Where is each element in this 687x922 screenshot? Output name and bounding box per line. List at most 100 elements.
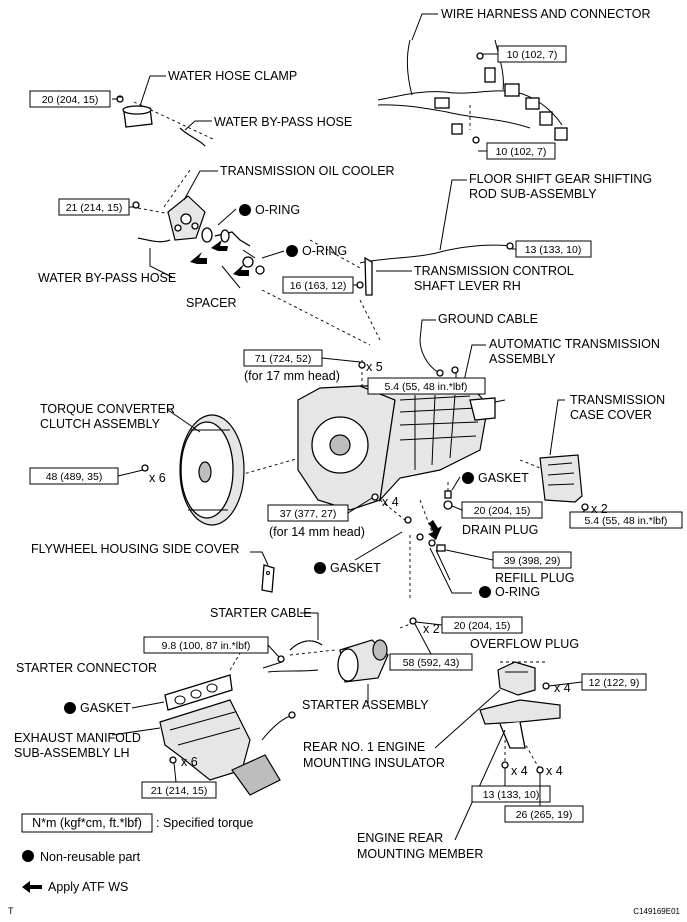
- label-water-hose-clamp: WATER HOSE CLAMP: [168, 69, 297, 83]
- label-starter-assembly: STARTER ASSEMBLY: [302, 698, 429, 712]
- label-spacer: SPACER: [186, 296, 236, 310]
- leader-lines: [111, 13, 565, 841]
- multiplier-8: x 4: [511, 764, 528, 778]
- torque-box-16: 58 (592, 43): [403, 657, 460, 669]
- legend-nonreusable-dot: [22, 850, 34, 862]
- torque-converter-part: [141, 414, 245, 526]
- label-water-bypass-hose-top: WATER BY-PASS HOSE: [214, 115, 352, 129]
- legend-torque-unit: N*m (kgf*cm, ft.*lbf): [32, 816, 142, 830]
- torque-box-20: 26 (265, 19): [516, 809, 573, 821]
- torque-box-1: 10 (102, 7): [507, 49, 558, 61]
- torque-box-3: 10 (102, 7): [496, 146, 547, 158]
- multiplier-5: x 2: [423, 622, 440, 636]
- label-engine-rear-2: MOUNTING MEMBER: [357, 847, 483, 861]
- footer-left: T: [8, 906, 14, 916]
- exhaust-manifold-part: [159, 699, 296, 796]
- transmission-oil-cooler-part: [132, 195, 206, 241]
- label-drain-plug: DRAIN PLUG: [462, 523, 538, 537]
- legend-nonreusable-text: Non-reusable part: [40, 850, 141, 864]
- torque-box-7: 71 (724, 52): [255, 353, 312, 365]
- legend-atf-text: Apply ATF WS: [48, 880, 128, 894]
- atf-arrows-cooler: [190, 240, 249, 276]
- flywheel-cover-part: [261, 564, 275, 593]
- torque-box-19: 13 (133, 10): [483, 789, 540, 801]
- legend-torque-box: [21, 813, 153, 833]
- torque-box-2: 20 (204, 15): [42, 94, 99, 106]
- nonreusable-dot-gasket-3: [64, 702, 76, 714]
- legend-atf-arrow-icon: [22, 881, 42, 893]
- torque-box-8: 5.4 (55, 48 in.*lbf): [385, 381, 468, 393]
- nonreusable-dot-oring-1: [239, 204, 251, 216]
- automatic-transmission-part: [297, 361, 506, 541]
- label-wire-harness: WIRE HARNESS AND CONNECTOR: [441, 7, 651, 21]
- label-for-17mm: (for 17 mm head): [244, 369, 340, 383]
- torque-box-11: 5.4 (55, 48 in.*lbf): [585, 515, 668, 527]
- part-labels: WIRE HARNESS AND CONNECTOR WATER HOSE CL…: [14, 7, 665, 861]
- ground-cable-part: [419, 339, 459, 377]
- multiplier-9: x 4: [546, 764, 563, 778]
- nonreusable-markers: [64, 204, 491, 714]
- label-torque-converter-1: TORQUE CONVERTER: [40, 402, 175, 416]
- wire-harness-part: [377, 39, 568, 144]
- label-engine-rear-1: ENGINE REAR: [357, 831, 443, 845]
- multiplier-6: x 4: [554, 681, 571, 695]
- label-trans-case-cover-2: CASE COVER: [570, 408, 652, 422]
- legend: N*m (kgf*cm, ft.*lbf) : Specified torque…: [21, 813, 253, 894]
- torque-specs: 10 (102, 7) 20 (204, 15) 10 (102, 7) 21 …: [29, 45, 683, 823]
- label-water-bypass-hose-bottom: WATER BY-PASS HOSE: [38, 271, 176, 285]
- starter-part: [267, 617, 417, 683]
- multiplier-7: x 6: [181, 755, 198, 769]
- multiplier-4: x 2: [591, 502, 608, 516]
- label-floor-shift-1: FLOOR SHIFT GEAR SHIFTING: [469, 172, 652, 186]
- nonreusable-dot-oring-3: [479, 586, 491, 598]
- torque-box-13: 39 (398, 29): [504, 555, 561, 567]
- label-trans-oil-cooler: TRANSMISSION OIL COOLER: [220, 164, 395, 178]
- rear-mount-insulator-part: [497, 661, 550, 696]
- label-rear-insulator-1: REAR NO. 1 ENGINE: [303, 740, 425, 754]
- water-bypass-hose-top-part: [179, 127, 206, 147]
- torque-box-5: 13 (133, 10): [525, 244, 582, 256]
- torque-box-15: 9.8 (100, 87 in.*lbf): [162, 640, 251, 652]
- nonreusable-dot-oring-2: [286, 245, 298, 257]
- label-ground-cable: GROUND CABLE: [438, 312, 538, 326]
- footer-code: C149169E01: [633, 907, 680, 916]
- label-for-14mm: (for 14 mm head): [269, 525, 365, 539]
- engine-rear-member-part: [479, 699, 561, 774]
- legend-torque-text: : Specified torque: [156, 816, 253, 830]
- label-exhaust-manifold-1: EXHAUST MANIFOLD: [14, 731, 141, 745]
- label-starter-connector: STARTER CONNECTOR: [16, 661, 157, 675]
- label-trans-control-1: TRANSMISSION CONTROL: [414, 264, 574, 278]
- torque-box-12: 37 (377, 27): [280, 508, 337, 520]
- torque-leaders: [117, 53, 586, 806]
- torque-box-14: 20 (204, 15): [454, 620, 511, 632]
- cooler-pipe-parts: [201, 227, 265, 275]
- multiplier-2: x 6: [149, 471, 166, 485]
- label-trans-case-cover-1: TRANSMISSION: [570, 393, 665, 407]
- multipliers: x 5 x 6 x 4 x 2 x 2 x 4 x 6 x 4 x 4: [149, 360, 608, 778]
- nonreusable-dot-gasket-1: [462, 472, 474, 484]
- multiplier-3: x 4: [382, 495, 399, 509]
- label-floor-shift-2: ROD SUB-ASSEMBLY: [469, 187, 597, 201]
- label-oring-3: O-RING: [495, 585, 540, 599]
- label-gasket-1: GASKET: [478, 471, 529, 485]
- label-oring-2: O-RING: [302, 244, 347, 258]
- torque-box-4: 21 (214, 15): [66, 202, 123, 214]
- multiplier-1: x 5: [366, 360, 383, 374]
- torque-box-10: 20 (204, 15): [474, 505, 531, 517]
- footer: T C149169E01: [8, 906, 681, 916]
- torque-box-17: 12 (122, 9): [589, 677, 640, 689]
- label-gasket-3: GASKET: [80, 701, 131, 715]
- label-auto-trans-1: AUTOMATIC TRANSMISSION: [489, 337, 660, 351]
- transmission-case-cover-part: [539, 454, 589, 511]
- exhaust-gasket-part: [164, 674, 233, 711]
- label-auto-trans-2: ASSEMBLY: [489, 352, 556, 366]
- label-oring-1: O-RING: [255, 203, 300, 217]
- label-gasket-2: GASKET: [330, 561, 381, 575]
- refill-plug-part: [428, 520, 446, 552]
- label-flywheel-cover: FLYWHEEL HOUSING SIDE COVER: [31, 542, 239, 556]
- label-starter-cable: STARTER CABLE: [210, 606, 312, 620]
- label-rear-insulator-2: MOUNTING INSULATOR: [303, 756, 445, 770]
- drain-plug-part: [443, 490, 453, 510]
- label-refill-plug: REFILL PLUG: [495, 571, 574, 585]
